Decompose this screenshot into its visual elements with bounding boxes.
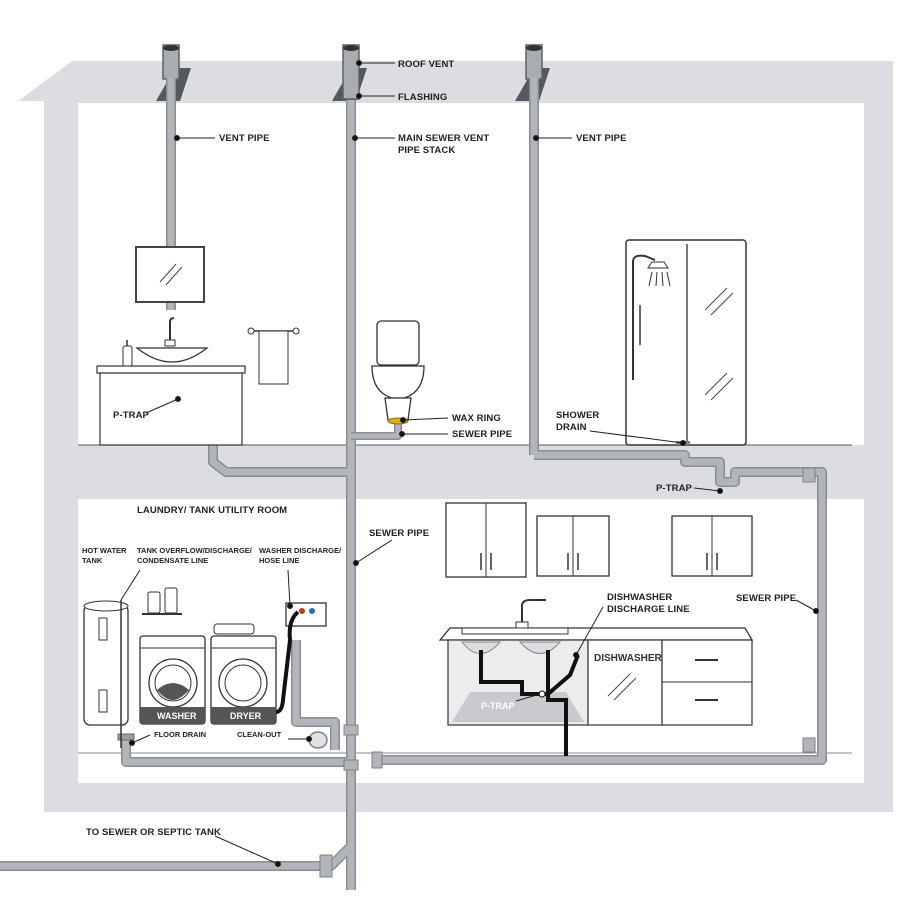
detergent-shelf (142, 587, 182, 615)
label-sewer-pipe-right: SEWER PIPE (736, 593, 796, 604)
pipe-network (0, 78, 827, 890)
label-vent-pipe-right: VENT PIPE (576, 133, 627, 144)
water-heater-icon (83, 600, 129, 748)
label-washer-discharge-1: WASHER DISCHARGE/ (259, 546, 342, 555)
kitchen-drain-lines (479, 650, 580, 756)
label-roof-vent: ROOF VENT (398, 59, 454, 70)
label-dishwasher-discharge-1: DISHWASHER (607, 592, 672, 603)
label-to-sewer: TO SEWER OR SEPTIC TANK (86, 827, 221, 838)
washer-valve-box (275, 602, 327, 714)
label-p-trap-kitchen: P-TRAP (481, 701, 515, 711)
floor-drain-grate (117, 733, 135, 741)
leader-lines (120, 60, 819, 867)
label-overflow-2: CONDENSATE LINE (137, 556, 208, 565)
kitchen-sink-icon (461, 599, 569, 635)
label-shower-drain-2: DRAIN (556, 422, 587, 433)
label-floor-drain: FLOOR DRAIN (154, 730, 206, 739)
label-laundry-room: LAUNDRY/ TANK UTILITY ROOM (137, 505, 287, 516)
label-flashing: FLASHING (398, 92, 447, 103)
label-vent-pipe-left: VENT PIPE (219, 133, 270, 144)
label-hot-water-2: TANK (82, 556, 103, 565)
label-clean-out: CLEAN-OUT (237, 730, 282, 739)
dishwasher-icon (587, 639, 663, 726)
label-sewer-pipe-toilet: SEWER PIPE (452, 429, 512, 440)
vanity-cabinet (96, 347, 246, 446)
vessel-sink (135, 347, 209, 363)
toilet-icon (371, 320, 425, 425)
label-overflow-1: TANK OVERFLOW/DISCHARGE/ (137, 546, 253, 555)
shower-icon (625, 239, 747, 446)
label-washer-discharge-2: HOSE LINE (259, 556, 299, 565)
label-washer: WASHER (157, 711, 197, 721)
label-sewer-pipe-mid: SEWER PIPE (369, 528, 429, 539)
label-shower-drain-1: SHOWER (556, 410, 599, 421)
label-dryer: DRYER (230, 711, 262, 721)
label-p-trap-bath: P-TRAP (113, 410, 150, 421)
kitchen-counter (438, 627, 754, 726)
washer-icon (139, 635, 206, 725)
soap-dispenser-icon (122, 345, 133, 367)
label-hot-water-1: HOT WATER (82, 546, 127, 555)
label-dishwasher: DISHWASHER (594, 653, 663, 664)
label-wax-ring: WAX RING (452, 413, 501, 424)
faucet-icon (122, 317, 176, 367)
towel-bar-icon (247, 327, 300, 385)
dryer-icon (210, 623, 277, 725)
label-dishwasher-discharge-2: DISCHARGE LINE (607, 604, 690, 615)
label-p-trap-shower: P-TRAP (656, 483, 693, 494)
cabinet-icon (445, 502, 753, 578)
label-main-stack-1: MAIN SEWER VENT (398, 133, 489, 144)
mirror-icon (135, 246, 205, 303)
label-main-stack-2: PIPE STACK (398, 145, 455, 156)
labels: ROOF VENT FLASHING VENT PIPE MAIN SEWER … (82, 59, 796, 838)
